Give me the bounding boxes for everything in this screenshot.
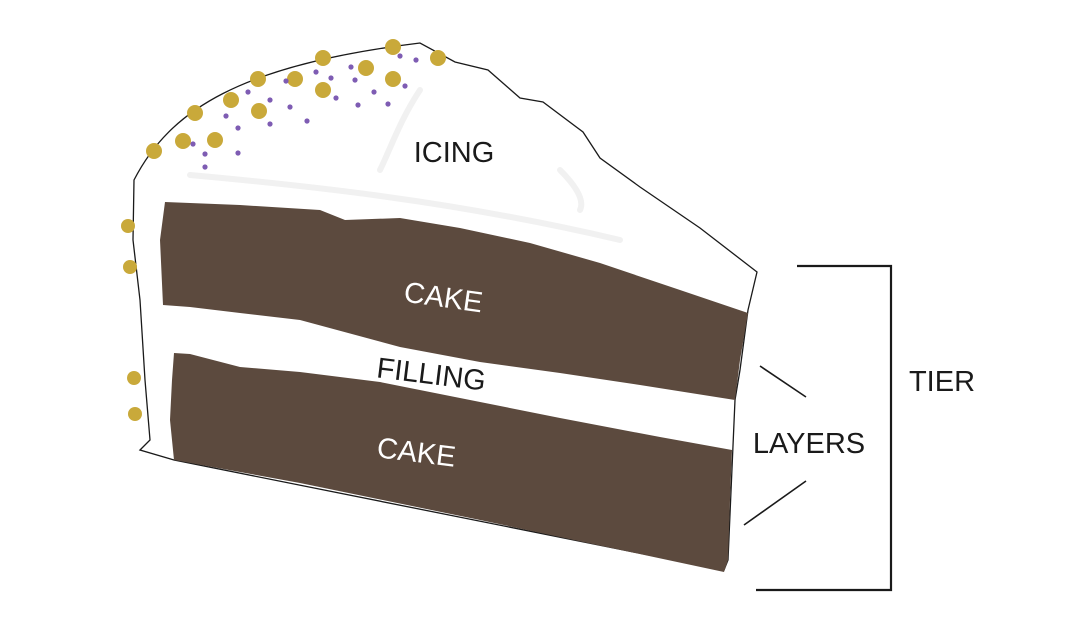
purple-sprinkle — [352, 77, 358, 83]
gold-sprinkle — [187, 105, 203, 121]
gold-sprinkle — [358, 60, 374, 76]
gold-sprinkle — [127, 371, 141, 385]
gold-sprinkle — [121, 219, 135, 233]
purple-sprinkle — [371, 89, 377, 95]
top-gold-sprinkles — [146, 39, 446, 159]
purple-sprinkle — [313, 69, 319, 75]
gold-sprinkle — [315, 82, 331, 98]
tier-bracket — [756, 264, 893, 592]
purple-sprinkle — [190, 141, 196, 147]
icing-texture — [187, 87, 623, 243]
gold-sprinkle — [146, 143, 162, 159]
purple-sprinkle — [267, 121, 273, 127]
gold-sprinkle — [207, 132, 223, 148]
layers-label: LAYERS — [753, 428, 865, 460]
gold-sprinkle — [175, 133, 191, 149]
layers-pointer-lower — [743, 480, 807, 526]
icing-label: ICING — [414, 137, 495, 169]
gold-sprinkle — [128, 407, 142, 421]
layers-pointer-upper — [759, 365, 807, 398]
purple-sprinkle — [402, 83, 408, 89]
purple-sprinkle — [333, 95, 339, 101]
cake-layer-top — [160, 202, 748, 400]
purple-sprinkle — [304, 118, 310, 124]
cake-layer-bottom — [170, 353, 732, 572]
purple-sprinkle — [287, 104, 293, 110]
purple-sprinkle — [328, 75, 334, 81]
side-sprinkles — [121, 219, 142, 421]
gold-sprinkle — [430, 50, 446, 66]
gold-sprinkle — [385, 71, 401, 87]
purple-sprinkle — [223, 113, 229, 119]
gold-sprinkle — [123, 260, 137, 274]
purple-sprinkle — [283, 78, 289, 84]
gold-sprinkle — [287, 71, 303, 87]
gold-sprinkle — [250, 71, 266, 87]
purple-sprinkle — [348, 64, 354, 70]
purple-sprinkle — [385, 101, 391, 107]
purple-sprinkle — [235, 125, 241, 131]
purple-sprinkle — [245, 89, 251, 95]
gold-sprinkle — [251, 103, 267, 119]
gold-sprinkle — [223, 92, 239, 108]
purple-sprinkle — [235, 150, 241, 156]
gold-sprinkle — [385, 39, 401, 55]
purple-sprinkle — [397, 53, 403, 59]
purple-sprinkle — [202, 151, 208, 157]
purple-sprinkle — [413, 57, 419, 63]
purple-sprinkle — [267, 97, 273, 103]
top-purple-sprinkles — [190, 53, 419, 170]
purple-sprinkle — [355, 102, 361, 108]
tier-label: TIER — [909, 366, 975, 398]
gold-sprinkle — [315, 50, 331, 66]
purple-sprinkle — [202, 164, 208, 170]
